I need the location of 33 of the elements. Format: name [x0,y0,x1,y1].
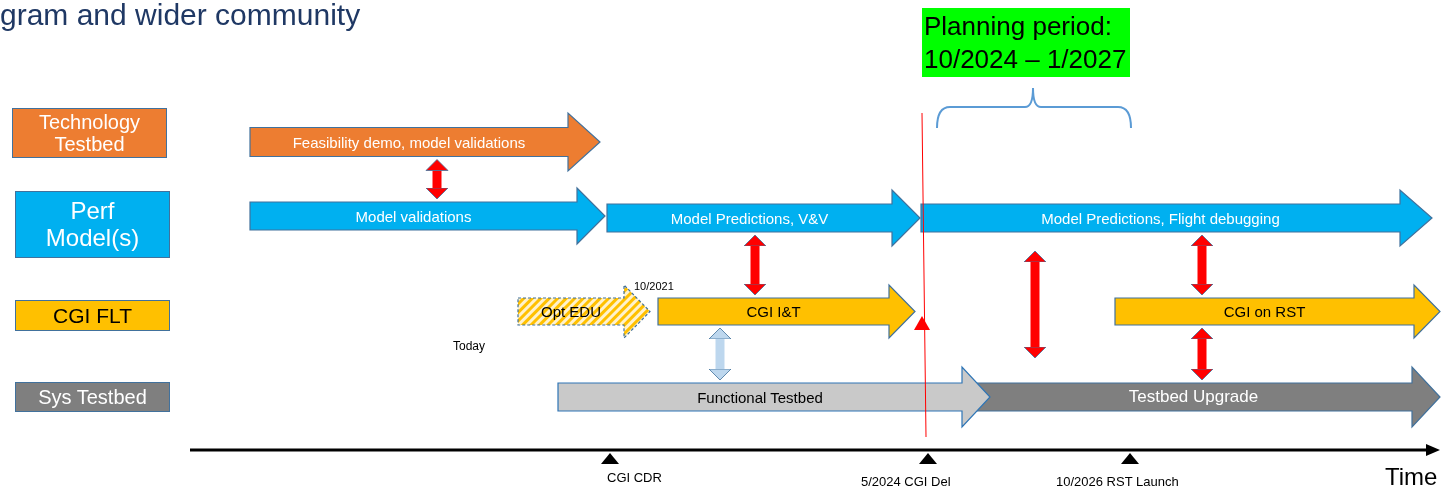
arrow-label: Functional Testbed [696,387,824,408]
arrow-label: CGI on RST [1222,302,1307,322]
date-label: 10/2021 [634,280,674,292]
arrow-label: Model Predictions, Flight debugging [1040,208,1281,229]
arrow-label: Feasibility demo, model validations [291,132,527,153]
milestone-label: CGI CDR [607,470,662,485]
milestone-label: 5/2024 CGI Del [861,474,951,489]
double-arrow [425,159,449,200]
milestone-label: 10/2026 RST Launch [1056,474,1179,489]
double-arrow [1023,250,1047,359]
phase-bar [607,190,920,246]
arrow-label: Opt EDU [540,302,602,322]
phase-bar [1115,285,1440,338]
row-label: Sys Testbed [15,382,170,412]
phase-bar [975,367,1440,427]
double-arrow [708,327,732,381]
double-arrow [1190,234,1214,296]
phase-bar [250,113,600,171]
double-arrow [743,234,767,296]
double-arrow [1190,327,1214,381]
arrow-label: Model validations [354,206,473,227]
row-label: Technology Testbed [12,108,167,158]
phase-bar [250,188,605,244]
row-label: CGI FLT [15,300,170,331]
note: Planning period: 10/2024 – 1/2027 [922,8,1130,77]
row-label: Perf Model(s) [15,191,170,258]
phase-bar [558,367,990,427]
axis-label: Time [1385,463,1438,490]
arrow-label: Testbed Upgrade [1127,386,1260,408]
slide-title: gram and wider community [0,0,361,32]
today-label: Today [453,339,486,353]
phase-bar [921,190,1432,246]
arrow-label: Model Predictions, V&V [669,208,830,229]
